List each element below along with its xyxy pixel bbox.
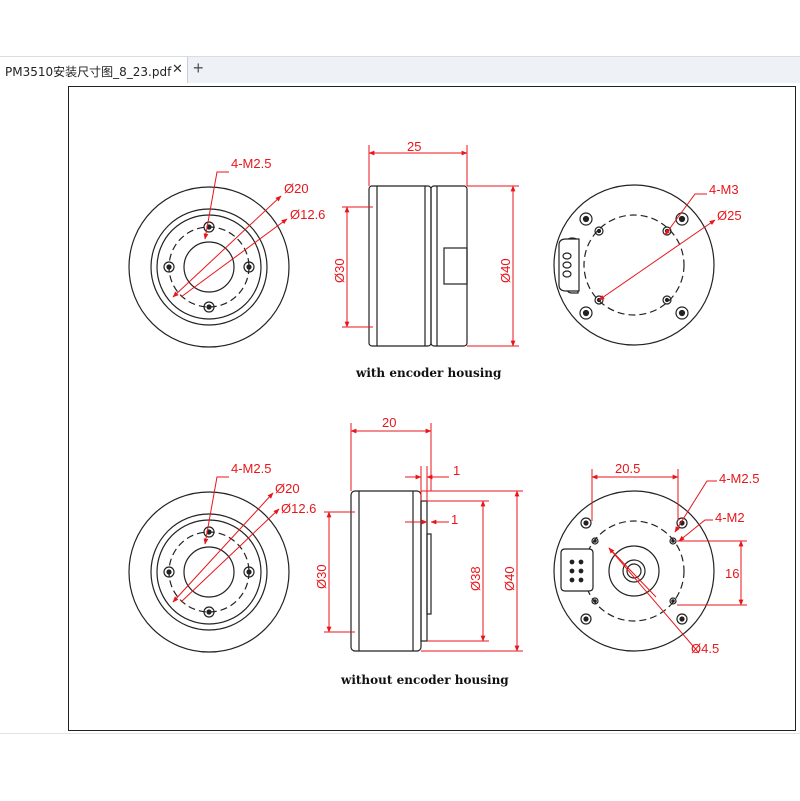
tab-title: PM3510安装尺寸图_8_23.pdf [5,65,172,79]
bottom-caption: without encoder housing [340,673,509,687]
bottom-side-d-left-label: Ø30 [314,564,329,589]
bottom-back-height-label: 16 [725,566,739,581]
bottom-front-d1-label: Ø20 [275,481,300,496]
bottom-front-holes-label: 4-M2.5 [231,461,271,476]
bottom-area [0,733,800,801]
top-front-holes-label: 4-M2.5 [231,156,271,171]
top-front-dimensions [172,171,288,298]
top-caption: with encoder housing [355,366,502,380]
bottom-side-view [350,490,432,652]
top-back-holes-label: 4-M3 [709,182,739,197]
bottom-front-view [128,491,290,653]
document-viewer[interactable]: 4-M2.5 Ø20 Ø12.6 [0,83,800,733]
top-back-dimensions [598,193,716,301]
bottom-back-width-label: 20.5 [615,461,640,476]
close-icon[interactable]: ✕ [172,61,183,76]
bottom-back-dimensions [591,469,747,654]
plus-icon[interactable]: + [193,58,204,78]
bottom-side-gap2-label: 1 [451,512,458,527]
bottom-back-holes1-label: 4-M2.5 [719,471,759,486]
technical-drawing: 4-M2.5 Ø20 Ø12.6 [128,139,759,687]
top-side-d-right-label: Ø40 [498,258,513,283]
tab-document[interactable]: PM3510安装尺寸图_8_23.pdf ✕ [0,57,188,83]
bottom-back-d-label: Ø4.5 [691,641,719,656]
bottom-side-dimensions [324,423,523,652]
bottom-front-dimensions [172,476,280,603]
bottom-back-view [553,490,715,652]
top-side-d-left-label: Ø30 [332,258,347,283]
window-top-area [0,0,800,56]
top-back-d-label: Ø25 [717,208,742,223]
top-side-view [368,185,468,347]
pdf-page: 4-M2.5 Ø20 Ø12.6 [68,86,796,731]
top-side-width-label: 25 [407,139,421,154]
bottom-side-gap1-label: 1 [453,463,460,478]
top-front-d2-label: Ø12.6 [290,207,325,222]
top-back-view [553,184,715,346]
tab-bar: PM3510安装尺寸图_8_23.pdf ✕ + [0,56,800,84]
top-side-dimensions [342,145,519,347]
bottom-back-holes2-label: 4-M2 [715,510,745,525]
top-front-d1-label: Ø20 [284,181,309,196]
bottom-front-d2-label: Ø12.6 [281,501,316,516]
bottom-side-d-right-label: Ø40 [502,566,517,591]
bottom-side-width-label: 20 [382,415,396,430]
bottom-side-d-mid-label: Ø38 [468,566,483,591]
